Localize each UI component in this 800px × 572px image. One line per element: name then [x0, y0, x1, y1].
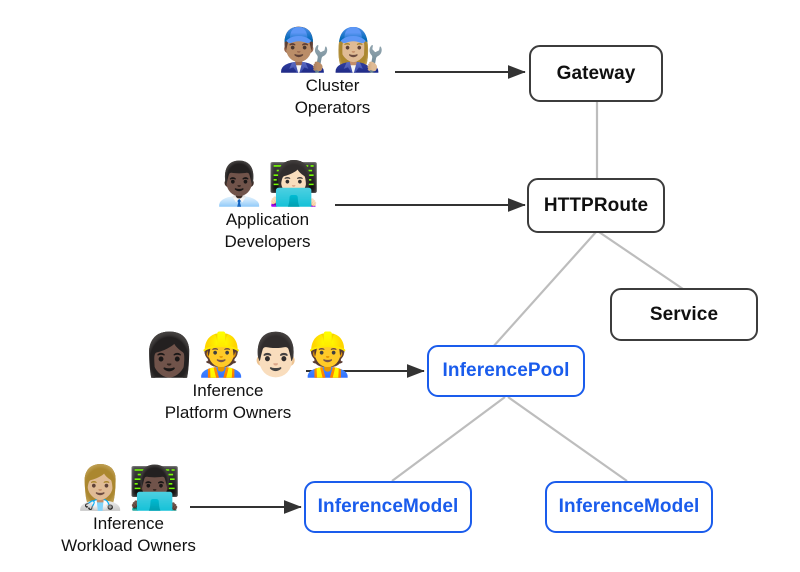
node-service[interactable]: Service — [610, 288, 758, 341]
node-httproute[interactable]: HTTPRoute — [527, 178, 665, 233]
edge-inferencepool-inferencemodel-left — [391, 396, 506, 482]
node-gateway[interactable]: Gateway — [529, 45, 663, 102]
persona-label-line2: Platform Owners — [164, 403, 292, 422]
node-inferencemodel-left-label: InferenceModel — [317, 496, 459, 517]
node-inferencemodel-right-label: InferenceModel — [558, 496, 700, 517]
inference-workload-owners-icon: 👩🏼‍⚕️👨🏿‍💻 — [74, 464, 183, 511]
persona-label-line2: Workload Owners — [61, 536, 196, 555]
edge-httproute-service — [598, 231, 684, 290]
persona-label-line2: Operators — [294, 98, 371, 117]
persona-label-line1: Inference — [93, 514, 164, 533]
edge-httproute-inferencepool — [491, 231, 597, 349]
node-inferencepool-label: InferencePool — [442, 360, 570, 381]
node-inferencemodel-right[interactable]: InferenceModel — [545, 481, 713, 533]
persona-cluster-operators: 👨🏽‍🔧👩🏼‍🔧 Cluster Operators — [255, 26, 410, 118]
node-service-label: Service — [649, 303, 719, 325]
persona-application-developers: 👨🏿‍💼👩🏻‍💻 Application Developers — [190, 160, 345, 252]
node-httproute-label: HTTPRoute — [543, 194, 649, 216]
persona-label-line1: Inference — [192, 381, 264, 400]
inference-platform-owners-icon: 👩🏿‍👷👨🏻‍👷 — [143, 331, 357, 378]
node-inferencemodel-left[interactable]: InferenceModel — [304, 481, 472, 533]
persona-inference-platform-owners: 👩🏿‍👷👨🏻‍👷 Inference Platform Owners — [143, 331, 357, 423]
node-inferencepool[interactable]: InferencePool — [427, 345, 585, 397]
cluster-operators-icon: 👨🏽‍🔧👩🏼‍🔧 — [278, 26, 387, 73]
edge-inferencepool-inferencemodel-right — [507, 396, 628, 482]
persona-label-line1: Cluster — [305, 76, 360, 95]
application-developers-icon: 👨🏿‍💼👩🏻‍💻 — [213, 160, 322, 207]
persona-label-line1: Application — [225, 210, 310, 229]
persona-label-line2: Developers — [224, 232, 311, 251]
persona-inference-workload-owners: 👩🏼‍⚕️👨🏿‍💻 Inference Workload Owners — [41, 464, 216, 556]
node-gateway-label: Gateway — [556, 62, 636, 84]
